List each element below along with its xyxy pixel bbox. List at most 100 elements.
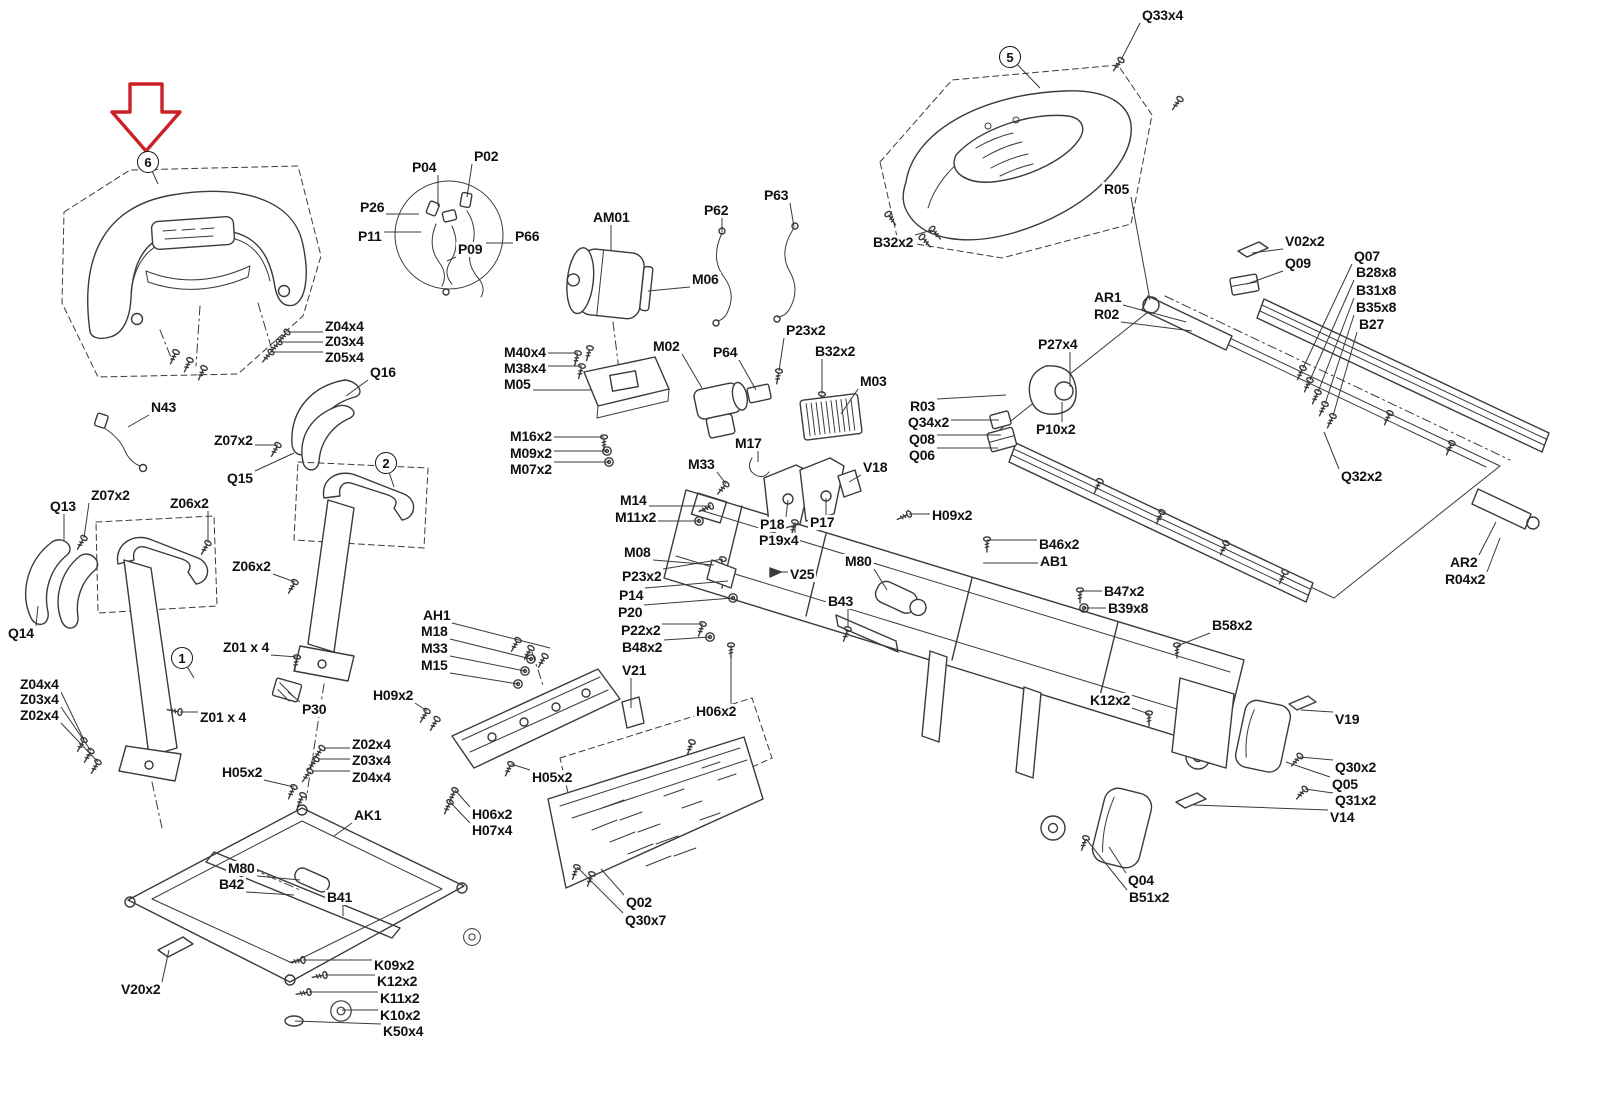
console-assembly-drawing — [61, 165, 322, 378]
part-label-b46x2: B46x2 — [1037, 536, 1082, 553]
part-label-ar1: AR1 — [1092, 289, 1124, 306]
part-label-k11x2: K11x2 — [378, 990, 422, 1007]
part-label-b27: B27 — [1357, 316, 1387, 333]
part-label-z07x2: Z07x2 — [89, 487, 132, 504]
wire-detail-circle-drawing — [394, 180, 504, 298]
part-label-p27x4: P27x4 — [1036, 336, 1080, 353]
part-label-p23x2: P23x2 — [620, 568, 664, 585]
part-label-z02x4: Z02x4 — [350, 736, 393, 753]
part-label-h09x2: H09x2 — [930, 507, 975, 524]
upright-post-center-drawing — [293, 461, 429, 801]
rear-roller-drawing — [1471, 488, 1540, 530]
tension-motor-drawing — [693, 381, 749, 439]
part-label-p11: P11 — [356, 228, 384, 245]
part-label-am01: AM01 — [591, 209, 632, 226]
part-label-b35x8: B35x8 — [1354, 299, 1399, 316]
part-label-k12x2: K12x2 — [1088, 692, 1133, 709]
part-label-p22x2: P22x2 — [619, 622, 663, 639]
part-label-m33: M33 — [419, 640, 450, 657]
part-label-q34x2: Q34x2 — [906, 414, 952, 431]
part-label-z03x4: Z03x4 — [18, 691, 61, 708]
part-label-k12x2: K12x2 — [375, 973, 420, 990]
part-label-m38x4: M38x4 — [502, 360, 548, 377]
part-label-k50x4: K50x4 — [381, 1023, 426, 1040]
part-label-z04x4: Z04x4 — [350, 769, 393, 786]
part-label-q30x2: Q30x2 — [1333, 759, 1379, 776]
part-label-m08: M08 — [622, 544, 653, 561]
part-label-z01x4: Z01 x 4 — [198, 709, 249, 726]
upright-post-left-drawing — [95, 515, 218, 829]
part-label-n43: N43 — [149, 399, 179, 416]
part-label-b58x2: B58x2 — [1210, 617, 1255, 634]
part-label-p18: P18 — [758, 516, 787, 533]
part-label-h05x2: H05x2 — [220, 764, 265, 781]
part-label-q02: Q02 — [624, 894, 654, 911]
part-label-m14: M14 — [618, 492, 649, 509]
part-label-ab1: AB1 — [1038, 553, 1070, 570]
block-q08-drawing — [986, 426, 1018, 453]
part-label-q04: Q04 — [1126, 872, 1156, 889]
part-label-z03x4: Z03x4 — [323, 333, 366, 350]
part-label-m15: M15 — [419, 657, 450, 674]
part-label-p09: P09 — [456, 241, 485, 258]
incline-leg-drawing-2 — [1015, 686, 1042, 779]
part-label-z05x4: Z05x4 — [323, 349, 366, 366]
part-label-b41: B41 — [325, 889, 355, 906]
part-label-ar2: AR2 — [1448, 554, 1480, 571]
part-label-ak1: AK1 — [352, 807, 384, 824]
cross-tube-drawing — [835, 614, 899, 653]
part-label-v25: V25 — [788, 566, 817, 583]
part-label-h05x2: H05x2 — [530, 769, 575, 786]
part-label-p62: P62 — [702, 202, 731, 219]
part-label-h06x2: H06x2 — [694, 703, 739, 720]
part-callout-1: 1 — [171, 647, 193, 669]
part-label-m11x2: M11x2 — [613, 509, 659, 526]
incline-leg-drawing — [921, 650, 948, 743]
part-label-v19: V19 — [1333, 711, 1362, 728]
part-label-q06: Q06 — [907, 447, 937, 464]
part-label-v02x2: V02x2 — [1283, 233, 1327, 250]
part-label-v20x2: V20x2 — [119, 981, 163, 998]
clamp-m17-drawing — [748, 457, 770, 478]
part-label-q05: Q05 — [1330, 776, 1360, 793]
part-label-v18: V18 — [861, 459, 890, 476]
part-label-v21: V21 — [620, 662, 649, 679]
part-callout-2: 2 — [375, 452, 397, 474]
part-label-ah1: AH1 — [421, 607, 453, 624]
part-label-q13: Q13 — [48, 498, 78, 515]
part-label-q08: Q08 — [907, 431, 937, 448]
part-label-b43: B43 — [826, 593, 856, 610]
part-label-z04x4: Z04x4 — [323, 318, 366, 335]
base-frame-drawing — [124, 804, 468, 986]
part-label-m18: M18 — [419, 623, 450, 640]
part-label-z02x4: Z02x4 — [18, 707, 61, 724]
rear-endcap-drawing-2 — [1234, 699, 1292, 773]
part-callout-5: 5 — [999, 46, 1021, 68]
part-label-m33: M33 — [686, 456, 717, 473]
arrow-v25-drawing — [769, 567, 782, 578]
stabilizer-bracket-drawing — [451, 668, 621, 769]
part-label-r02: R02 — [1092, 306, 1122, 323]
part-label-z06x2: Z06x2 — [168, 495, 211, 512]
part-label-q32x2: Q32x2 — [1339, 468, 1385, 485]
part-label-m80: M80 — [226, 860, 257, 877]
sticker-v14-drawing — [1175, 792, 1207, 809]
part-label-k10x2: K10x2 — [378, 1007, 423, 1024]
part-label-q33x4: Q33x4 — [1140, 7, 1186, 24]
motor-base-drawing — [583, 356, 670, 419]
sticker-v19-drawing — [1288, 695, 1317, 711]
side-rail-lower-drawing — [1008, 442, 1314, 603]
part-label-h06x2: H06x2 — [470, 806, 515, 823]
part-callout-6: 6 — [137, 151, 159, 173]
part-label-q09: Q09 — [1283, 255, 1313, 272]
part-label-z07x2: Z07x2 — [212, 432, 255, 449]
part-label-q14: Q14 — [6, 625, 36, 642]
part-label-m09x2: M09x2 — [508, 445, 554, 462]
part-label-m80: M80 — [843, 553, 874, 570]
sensor-wire-drawing — [93, 412, 148, 473]
sticker-v21-drawing — [621, 696, 645, 729]
part-label-p14: P14 — [617, 587, 646, 604]
part-label-m06: M06 — [690, 271, 721, 288]
part-label-p02: P02 — [472, 148, 501, 165]
